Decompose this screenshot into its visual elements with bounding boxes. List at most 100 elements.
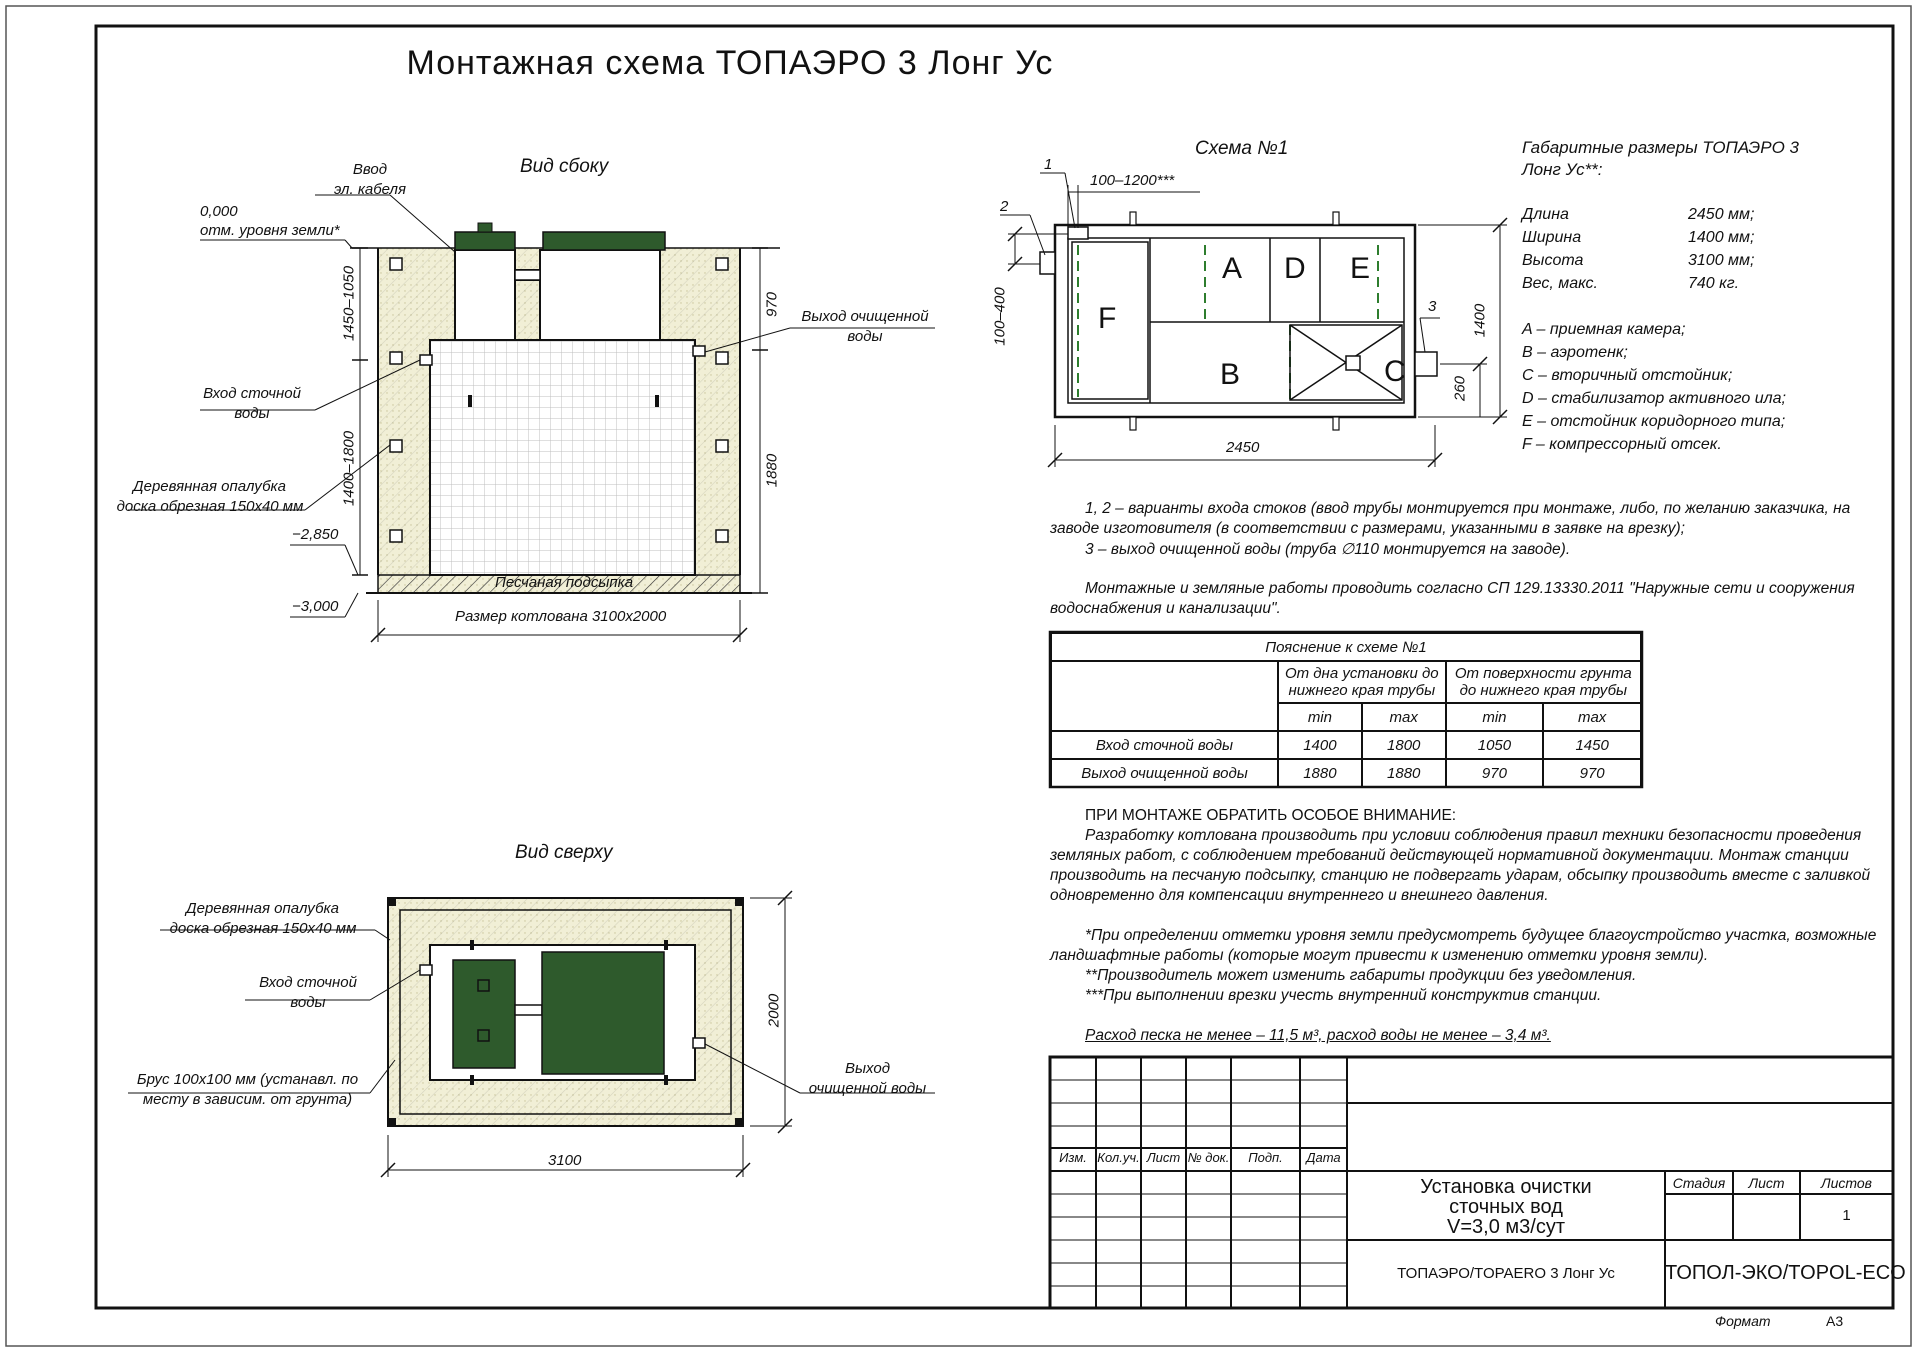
side-view [128,194,935,643]
cell: 1880 [1277,758,1363,788]
note1-line1: 1, 2 – варианты входа стоков (ввод трубы… [1085,500,1851,517]
stamp-sheets-label: Листов [1821,1175,1872,1191]
explain-table: Пояснение к схеме №1 От дна установки до… [1050,632,1643,788]
attention-line1: Разработку котлована производить при усл… [1085,827,1862,844]
dimensions-heading-1: Габаритные размеры ТОПАЭРО 3 [1522,138,1799,157]
cell: 1050 [1444,730,1545,760]
attention-line4: одновременно для компенсации внутреннего… [1050,887,1549,904]
cell: 970 [1542,758,1642,788]
spec-width-key: Ширина [1522,229,1582,246]
zone-f-label: F [1098,302,1117,335]
callout-3: 3 [1428,298,1437,315]
legend-c: C – вторичный отстойник; [1522,367,1733,384]
beam-label-1: Брус 100х100 мм (устанавл. по [136,1071,359,1088]
dim-1400: 1400 [1471,303,1489,338]
stamp-name-3: V=3,0 м3/сут [1447,1216,1565,1238]
legend-b: B – аэротенк; [1522,344,1628,361]
explain-table-corner [1050,660,1279,732]
side-outlet-label-1: Выход очищенной [801,308,929,325]
inlet-2 [1039,251,1056,275]
dim-260: 260 [1451,375,1469,402]
inner-frame [94,24,1895,1310]
lid-right [542,231,666,251]
attention-line3: производить на песчаную подсыпку, станци… [1050,867,1871,884]
stamp-name-2: сточных вод [1449,1196,1563,1218]
legend-f: F – компрессорный отсек. [1522,436,1722,453]
stamp-sheet-label: Лист [1748,1175,1785,1191]
lid-left-top [452,959,516,1069]
dimensions-heading-2: Лонг Ус**: [1522,160,1603,179]
explain-table-frame [1048,630,1644,789]
outer-frame [5,5,1912,1347]
explain-min-b: min [1444,702,1545,732]
zone-d-label: D [1284,252,1306,285]
cell: 1880 [1360,758,1447,788]
cell: 1400 [1277,730,1363,760]
zone-c-label: C [1384,355,1406,388]
stamp-col-date: Дата [1306,1150,1341,1165]
top-inlet-label-2: воды [290,994,326,1011]
cell: 1450 [1542,730,1642,760]
attention-line2: земляных работ, с соблюдением требований… [1050,847,1849,864]
dim-100-400: 100–400 [991,287,1009,346]
stamp-company: ТОПОЛ-ЭКО/TOPOL-ECO [1665,1262,1906,1284]
table-row: Вход сточной воды 1400 1800 1050 1450 [1050,730,1642,760]
table-row: Выход очищенной воды 1880 1880 970 970 [1050,758,1642,788]
consumption-note: Расход песка не менее – 11,5 м³, расход … [1085,1027,1551,1044]
explain-table-caption: Пояснение к схеме №1 [1050,632,1642,662]
note2-line2: водоснабжения и канализации". [1050,600,1281,617]
spec-length-value: 2450 мм; [1688,206,1755,223]
inlet-1 [1067,226,1089,240]
stamp-col-list: Лист [1146,1150,1181,1165]
spec-weight-key: Вес, макс. [1522,275,1598,292]
sand-bed-label: Песчаная подсыпка [495,574,634,591]
row-name: Выход очищенной воды [1050,758,1279,788]
footnote-2: **Производитель может изменить габариты … [1085,967,1637,984]
zone-a-label: A [1222,252,1243,285]
dim-1880: 1880 [763,453,781,488]
cable-entry-label-1: Ввод [352,161,388,178]
tank-body [429,339,696,576]
spec-height-value: 3100 мм; [1688,252,1755,269]
spec-weight-value: 740 кг. [1688,275,1740,292]
note2-line1: Монтажные и земляные работы проводить со… [1085,580,1855,597]
stamp-col-izm: Изм. [1059,1150,1087,1165]
explain-col-b: От поверхности грунта до нижнего края тр… [1444,660,1643,704]
dim-1450-1050: 1450–1050 [340,265,358,342]
footnote-3: ***При выполнении врезки учесть внутренн… [1085,987,1602,1004]
zone-e-label: E [1350,252,1371,285]
inlet-pipe [419,354,433,366]
explain-max-a: max [1360,702,1447,732]
lid-left [454,231,516,251]
cell: 970 [1444,758,1545,788]
side-inlet-label-2: воды [234,405,270,422]
dim-2000: 2000 [765,993,783,1028]
side-view-title: Вид сбоку [520,156,609,177]
legend-d: D – стабилизатор активного ила; [1522,390,1786,407]
explain-min-a: min [1277,702,1363,732]
scheme-outer [1053,223,1417,419]
attention-heading: ПРИ МОНТАЖЕ ОБРАТИТЬ ОСОБОЕ ВНИМАНИЕ: [1085,807,1457,824]
format-value: А3 [1826,1313,1844,1329]
lid-right-top [541,951,665,1075]
top-formwork-label-1: Деревянная опалубка [186,900,339,917]
mark-2850: −2,850 [292,526,339,543]
beam-label-2: месту в зависим. от грунта) [142,1091,353,1108]
row-name: Вход сточной воды [1050,730,1279,760]
spec-length-key: Длина [1522,206,1569,223]
side-formwork-label-1: Деревянная опалубка [133,478,286,495]
side-formwork-label-2: доска обрезная 150х40 мм [116,498,304,515]
top-inlet-label-1: Вход сточной [259,974,357,991]
explain-col-a: От дна установки до нижнего края трубы [1277,660,1447,704]
callout-2: 2 [1000,198,1009,215]
top-outlet-label-1: Выход [844,1060,890,1077]
explain-max-b: max [1542,702,1642,732]
outlet-3 [1414,351,1438,377]
footnote-1: *При определении отметки уровня земли пр… [1085,927,1877,944]
note1-line3: 3 – выход очищенной воды (труба ∅110 мон… [1085,541,1571,558]
legend-e: E – отстойник коридорного типа; [1522,413,1786,430]
top-view [128,890,935,1178]
cell: 1800 [1360,730,1447,760]
